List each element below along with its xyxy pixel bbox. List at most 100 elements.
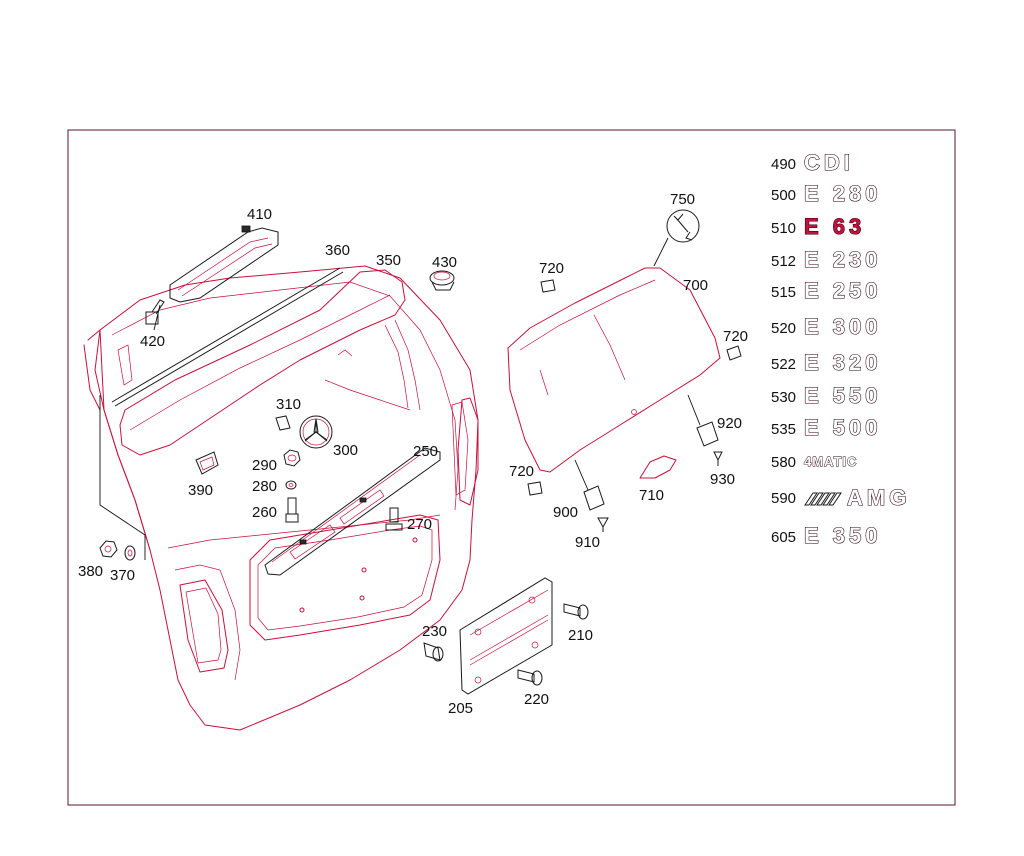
part-220-screw <box>517 669 543 686</box>
callout-710: 710 <box>639 487 664 504</box>
badge-row: 535 E 500 <box>771 414 882 440</box>
callout-300: 300 <box>333 442 358 459</box>
badge-row: 512 E 230 <box>771 246 882 272</box>
badge-lettering: E 550 <box>804 383 882 408</box>
callout-720-right: 720 <box>723 328 748 345</box>
part-280-washer <box>285 480 297 490</box>
badge-lettering: 4MATIC <box>804 454 857 469</box>
callout-labels: 410 360 350 430 420 310 300 290 280 260 … <box>78 191 748 717</box>
badge-number: 490 <box>771 156 796 173</box>
part-370-washer <box>124 545 136 561</box>
badge-lettering: E 320 <box>804 350 882 375</box>
callout-720-left: 720 <box>509 463 534 480</box>
badge-number: 580 <box>771 454 796 471</box>
badge-lettering: E 350 <box>804 523 882 548</box>
callout-930: 930 <box>710 471 735 488</box>
badge-number: 530 <box>771 389 796 406</box>
part-300-emblem <box>299 415 333 449</box>
part-700-rear-window <box>507 267 721 473</box>
badge-row: 520 E 300 <box>771 313 882 339</box>
part-310-clip <box>275 415 291 431</box>
callout-250: 250 <box>413 443 438 460</box>
part-210-screw <box>563 603 589 620</box>
callout-920: 920 <box>717 415 742 432</box>
callout-380: 380 <box>78 563 103 580</box>
callout-700: 700 <box>683 277 708 294</box>
badge-row: 590 AMG <box>771 484 910 510</box>
badge-lettering: CDI <box>804 150 854 175</box>
part-910-pin <box>597 517 609 532</box>
part-920-hinge <box>687 394 719 447</box>
part-350-spoiler <box>119 269 406 456</box>
badge-lettering: E 280 <box>804 181 882 206</box>
amg-stripes-icon <box>804 492 842 506</box>
badge-number: 512 <box>771 253 796 270</box>
badge-row: 530 E 550 <box>771 382 882 408</box>
callout-230: 230 <box>422 623 447 640</box>
badge-lettering: E 300 <box>804 314 882 339</box>
part-250-trim <box>264 447 441 576</box>
badge-number: 535 <box>771 421 796 438</box>
badge-lettering: E 63 <box>804 214 865 239</box>
part-750-tool-icon <box>653 209 700 267</box>
callout-420: 420 <box>140 333 165 350</box>
callout-leaders <box>153 304 161 331</box>
callout-310: 310 <box>276 396 301 413</box>
callout-290: 290 <box>252 457 277 474</box>
callout-390: 390 <box>188 482 213 499</box>
callout-720-top: 720 <box>539 260 564 277</box>
callout-350: 350 <box>376 252 401 269</box>
part-710-cover <box>639 455 677 479</box>
part-930-pin <box>713 451 723 466</box>
badge-row: 500 E 280 <box>771 180 882 206</box>
badge-lettering: AMG <box>847 485 910 510</box>
badge-row: 515 E 250 <box>771 277 882 303</box>
badge-row: 522 E 320 <box>771 349 882 375</box>
tailgate-shell <box>83 265 479 731</box>
callout-280: 280 <box>252 478 277 495</box>
diagram-frame <box>67 129 956 806</box>
badge-row: 580 4MATIC <box>771 454 857 471</box>
part-720-spacer-right <box>726 345 742 361</box>
badge-number: 500 <box>771 187 796 204</box>
part-430-grommet <box>429 270 455 291</box>
badge-row: 510 E 63 <box>771 213 865 239</box>
badge-number: 510 <box>771 220 796 237</box>
part-390-switch <box>195 451 219 475</box>
badge-number: 515 <box>771 284 796 301</box>
badge-number: 590 <box>771 490 796 507</box>
part-720-spacer-top <box>540 279 556 293</box>
callout-210: 210 <box>568 627 593 644</box>
badge-lettering: E 500 <box>804 415 882 440</box>
callout-410: 410 <box>247 206 272 223</box>
callout-900: 900 <box>553 504 578 521</box>
callout-270: 270 <box>407 516 432 533</box>
badge-lettering: E 250 <box>804 278 882 303</box>
part-420-bolt <box>145 299 165 325</box>
part-230-sleeve <box>423 642 444 662</box>
callout-370: 370 <box>110 567 135 584</box>
leader-380-370-group <box>99 395 146 560</box>
callout-205: 205 <box>448 700 473 717</box>
callout-910: 910 <box>575 534 600 551</box>
callout-360: 360 <box>325 242 350 259</box>
part-260-bolt <box>285 497 299 523</box>
callout-220: 220 <box>524 691 549 708</box>
part-900-hinge <box>574 459 605 511</box>
part-410-brake-light <box>169 225 279 303</box>
part-720-spacer-left <box>527 481 543 496</box>
badge-number: 605 <box>771 529 796 546</box>
part-380-nut <box>99 540 118 558</box>
badge-row: 490 CDI <box>771 149 854 175</box>
part-270-screw <box>385 507 403 531</box>
badge-lettering: E 230 <box>804 247 882 272</box>
part-205-plate-bracket <box>459 577 553 695</box>
callout-260: 260 <box>252 504 277 521</box>
badge-number: 520 <box>771 320 796 337</box>
callout-750: 750 <box>670 191 695 208</box>
part-360-strip <box>111 267 344 407</box>
badge-row: 605 E 350 <box>771 522 882 548</box>
callout-430: 430 <box>432 254 457 271</box>
badge-number: 522 <box>771 356 796 373</box>
